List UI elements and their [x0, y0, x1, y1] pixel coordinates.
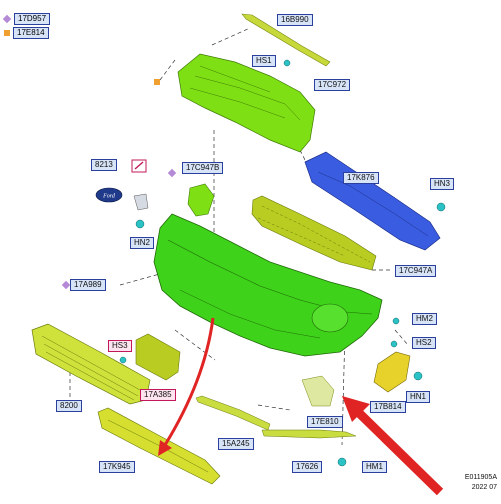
legend-code: 17E814: [13, 27, 49, 39]
emblem-oval: [95, 187, 123, 203]
front-bumper-cover: [153, 213, 383, 357]
part-label-hn1: HN1: [406, 391, 431, 403]
part-label-17k945: 17K945: [99, 461, 135, 473]
part-label-17626: 17626: [292, 461, 323, 473]
legend-item-diamond: 17D957: [2, 13, 51, 25]
part-label-17b814: 17B814: [370, 401, 406, 413]
energy-absorber: [251, 195, 377, 271]
legend-code: 17D957: [14, 13, 51, 25]
part-label-17c947b: 17C947B: [182, 162, 224, 174]
upper-support-detail: [189, 65, 301, 121]
side-bracket: [187, 183, 215, 217]
absorber-detail: [257, 205, 371, 263]
emblem-bracket: [133, 193, 149, 211]
fastener-hs3: [119, 356, 127, 364]
part-label-16b990: 16B990: [277, 14, 313, 26]
fasteners: [119, 59, 446, 467]
legend-diamond-icon: [2, 14, 12, 24]
fastener-hm2: [392, 317, 400, 325]
bumper-corner-opening: [311, 303, 349, 333]
lower-lip-spoiler: [97, 407, 221, 485]
fastener-hm1: [337, 457, 347, 467]
tool-icon: [134, 161, 144, 170]
emblem-logo: Ford: [102, 194, 116, 200]
lower-grille: [31, 323, 151, 405]
legend-item-square: 17E814: [4, 27, 49, 39]
part-label-17c947a: 17C947A: [395, 265, 437, 277]
part-label-17e810: 17E810: [307, 416, 343, 428]
callout-arrow-right-shaft: [352, 406, 444, 496]
upper-support-bracket: [177, 53, 316, 153]
fastener-hn1: [413, 371, 423, 381]
callout-arrow-left-shaft: [163, 317, 215, 446]
legend-square-icon: [4, 30, 10, 36]
part-label-15a245: 15A245: [218, 438, 254, 450]
part-label-17c972: 17C972: [314, 79, 351, 91]
fastener-hn3: [436, 202, 446, 212]
figure-id: E011905A: [464, 474, 497, 481]
bumper-cover-lower-edge: [179, 289, 321, 339]
part-label-hs2: HS2: [412, 337, 436, 349]
trim-strip-15a245: [195, 395, 271, 431]
trim-strip-17626: [261, 429, 357, 439]
callout-arrow-left-head: [158, 440, 172, 456]
top-moulding-strip: [241, 13, 331, 67]
marker-square: [154, 79, 160, 85]
part-label-hm1: HM1: [362, 461, 387, 473]
part-label-hm2: HM2: [412, 313, 437, 325]
part-label-17k876: 17K876: [343, 172, 379, 184]
bumper-cover-crease: [167, 239, 373, 315]
fastener-hn2: [135, 219, 145, 229]
figure-date: 2022 07: [471, 484, 497, 491]
part-label-hn2: HN2: [130, 237, 155, 249]
marker-diamond-b: [167, 168, 177, 178]
marker-diamond-a: [61, 280, 71, 290]
part-label-hs3: HS3: [108, 340, 132, 352]
part-label-17a989: 17A989: [70, 279, 106, 291]
callout-arrow-right-head: [342, 396, 370, 422]
fastener-hs1: [283, 59, 291, 67]
part-label-8200: 8200: [56, 400, 82, 412]
side-bracket-17b814: [373, 351, 411, 393]
fastener-hs2: [390, 340, 398, 348]
part-label-8213: 8213: [91, 159, 117, 171]
small-bracket-17e810: [301, 375, 335, 407]
part-label-hs1: HS1: [252, 55, 276, 67]
lower-grille-slats: [41, 335, 141, 401]
part-label-hn3: HN3: [430, 178, 455, 190]
part-label-17a385: 17A385: [140, 389, 176, 401]
bumper-reinforcement: [304, 151, 441, 251]
lower-bracket: [135, 333, 181, 381]
reinforcement-detail: [317, 171, 429, 237]
